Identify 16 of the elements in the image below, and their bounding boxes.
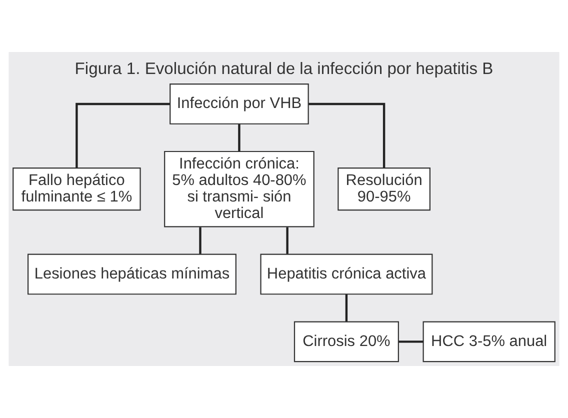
- node-box: HCC 3-5% anual: [422, 321, 556, 362]
- connector: [199, 227, 202, 254]
- node-box: Cirrosis 20%: [294, 321, 399, 362]
- node-box: Infección crónica: 5% adultos 40-80% si transmi- sión vertical: [164, 150, 314, 228]
- node-box: Lesiones hepáticas mínimas: [28, 254, 236, 295]
- connector: [238, 124, 240, 152]
- node-box: Fallo hepático fulminante ≤ 1%: [12, 168, 141, 211]
- node-box: Hepatitis crónica activa: [260, 254, 433, 295]
- connector: [286, 227, 288, 254]
- connector: [308, 102, 386, 168]
- connector: [76, 102, 170, 168]
- diagram-title: Figura 1. Evolución natural de la infección por hepatitis B: [74, 59, 494, 78]
- node-box: Infección por VHB: [170, 84, 309, 124]
- connector: [398, 340, 424, 343]
- node-box: Resolución 90-95%: [338, 168, 430, 211]
- connector: [345, 294, 348, 322]
